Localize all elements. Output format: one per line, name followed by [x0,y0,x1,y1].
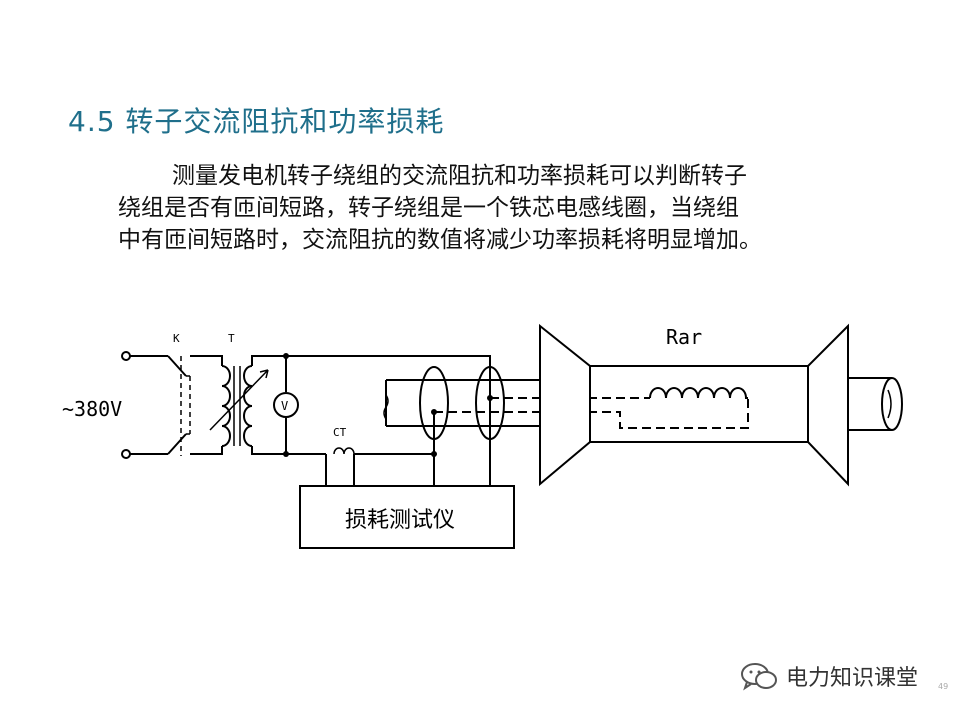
switch-k [130,355,187,455]
shaft-right-end [881,377,903,431]
transformer-label: T [228,332,235,345]
rotor-body [590,365,808,443]
voltage-label: ~380V [62,397,122,421]
body-paragraph: 测量发电机转子绕组的交流阻抗和功率损耗可以判断转子 绕组是否有匝间短路，转子绕组… [118,160,858,256]
loss-tester-box [299,485,515,549]
input-terminal-bottom [121,449,131,459]
paragraph-line: 测量发电机转子绕组的交流阻抗和功率损耗可以判断转子 [172,163,747,189]
switch-label: K [173,332,180,345]
transformer-leads [190,355,286,455]
voltmeter [273,392,299,418]
watermark: 电力知识课堂 [738,660,918,692]
rotor-right-flange [807,323,849,487]
shaft-end-break [383,394,389,420]
transformer-primary-coil [221,365,231,447]
shaft [385,379,540,427]
shaft-right [848,377,892,431]
transformer-core [233,366,241,446]
internal-lead-2 [434,398,749,429]
transformer-adjust-arrow [209,369,269,431]
output-line-top [286,355,491,398]
ct-label: CT [333,426,347,439]
paragraph-line: 中有匝间短路时，交流阻抗的数值将减少功率损耗将明显增加。 [118,227,762,253]
loss-tester-label: 损耗测试仪 [345,508,455,533]
page-number: 49 [938,682,949,691]
ct-coil [333,447,355,455]
watermark-text: 电力知识课堂 [786,666,919,691]
rotor-left-flange [539,323,591,487]
slip-ring-1 [419,366,449,440]
rotor-label: Rar [666,325,702,349]
rotor-winding-coil [649,387,748,399]
transformer-secondary-coil [243,365,253,447]
slip-ring-2 [475,366,505,440]
voltmeter-label: V [281,399,288,413]
input-terminal-top [121,351,131,361]
page-title: 4.5 转子交流阻抗和功率损耗 [68,105,445,138]
paragraph-line: 绕组是否有匝间短路，转子绕组是一个铁芯电感线圈，当绕组 [118,195,739,221]
ct-to-instrument [325,454,355,486]
wechat-icon [741,663,777,691]
